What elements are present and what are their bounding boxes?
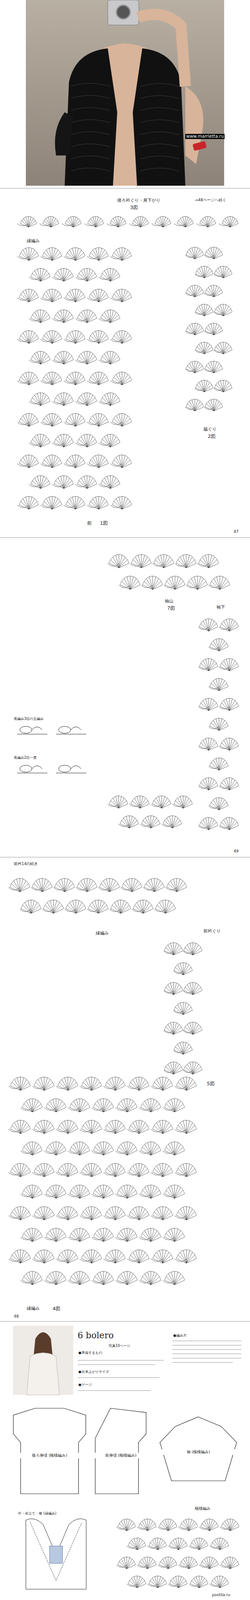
piece-label: 後ろ身頃 (模様編み) xyxy=(12,1450,87,1456)
page-border xyxy=(0,187,250,1319)
chart-label: 縁編み xyxy=(94,928,110,935)
chart-label: 写真10ページ xyxy=(107,1341,132,1346)
chart-label: 47 xyxy=(232,528,240,534)
piece-outline xyxy=(159,1413,238,1479)
chart-label: 脇ぐり xyxy=(202,425,218,432)
chart-label: 前 xyxy=(86,519,93,525)
chart-label: 袖下 xyxy=(215,603,226,609)
watermark: postila.ru xyxy=(211,1589,232,1595)
chart-label: 衿・前立て・裾 (縁編み) xyxy=(17,1508,58,1513)
crochet-chart xyxy=(8,215,240,1585)
chart-label: 1図 xyxy=(99,519,109,525)
chart-label: 3図 xyxy=(129,204,139,210)
chart-label: 5図 xyxy=(206,1078,216,1085)
watermark: www.marrietta.ru xyxy=(185,133,225,139)
text-lines xyxy=(77,1338,242,1388)
chart-label: 49 xyxy=(232,847,240,853)
chart-label: 模様編み xyxy=(193,1503,212,1509)
photo xyxy=(25,0,225,186)
piece-label: 前身頃 (模様編み) xyxy=(94,1450,147,1456)
piece-label: 袖 (模様編み) xyxy=(159,1446,238,1453)
chart-label: 長編み3目の玉編み xyxy=(12,715,45,720)
chart-label: 長編み2目一度 xyxy=(12,754,38,759)
model-photo xyxy=(12,1323,74,1393)
pattern-piece: 前身頃 (模様編み) xyxy=(94,1405,147,1492)
chart-label: 48 xyxy=(12,1311,20,1317)
chart-label: ●出来上がりサイズ xyxy=(77,1367,110,1372)
chart-label: 後ろ衿ぐり・肩下がり xyxy=(116,197,162,203)
chart-label: 縁編み xyxy=(25,1303,41,1309)
chart-label: 2図 xyxy=(206,432,217,439)
chart-label: 前衿ぐり xyxy=(202,926,222,932)
pattern-piece: 後ろ身頃 (模様編み) xyxy=(12,1405,87,1492)
chart-label: →48ページへ続く xyxy=(193,197,228,203)
chart-label: 7図 xyxy=(166,604,176,610)
chart-label: ●ゲージ xyxy=(77,1380,93,1385)
chart-label: 縁編み xyxy=(25,237,41,244)
collar-diagram xyxy=(25,1515,87,1587)
stitch-symbol xyxy=(17,725,87,772)
pattern-piece: 袖 (模様編み) xyxy=(159,1413,238,1479)
chart-label: 4図 xyxy=(51,1303,62,1310)
chart-label: ●編み方 xyxy=(172,1331,188,1336)
piece-outline xyxy=(94,1405,147,1492)
chart-label: 袖山 xyxy=(163,597,175,603)
piece-outline xyxy=(12,1405,87,1492)
pattern-title: 6 bolero xyxy=(77,1327,114,1338)
chart-label: 前衿14の続き xyxy=(12,859,39,865)
chart-label: ●準備するもの xyxy=(77,1348,104,1353)
